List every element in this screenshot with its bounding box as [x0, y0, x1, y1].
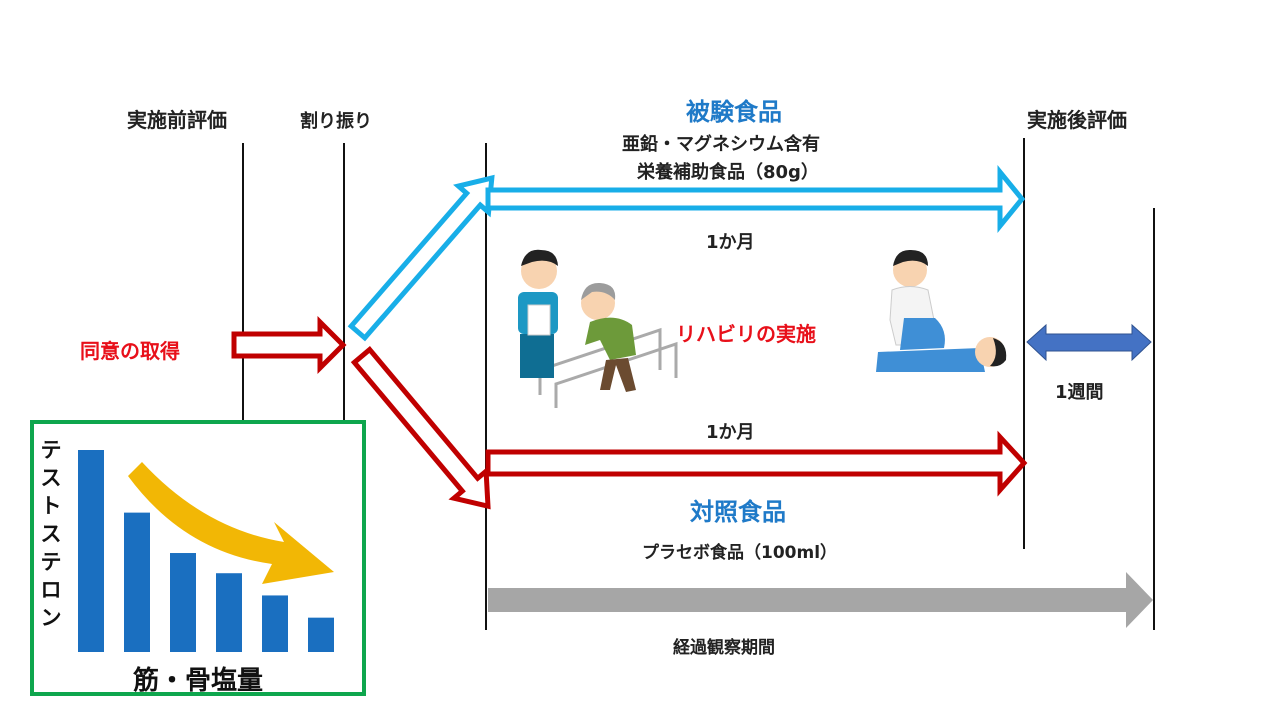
inset-bar — [170, 553, 196, 652]
inset-bar — [78, 450, 104, 652]
test-food-duration: 1か月 — [706, 232, 755, 253]
allocation-label: 割り振り — [300, 111, 372, 132]
control-food-description: プラセボ食品（100ml） — [642, 543, 838, 563]
observation-arrow — [488, 572, 1153, 628]
observation-label: 経過観察期間 — [673, 638, 775, 658]
pre-eval-label: 実施前評価 — [127, 108, 227, 132]
inset-bar — [216, 573, 242, 652]
washout-double-arrow — [1026, 323, 1152, 362]
test-food-line1: 亜鉛・マグネシウム含有 — [622, 134, 820, 155]
allocation-control-arrow — [350, 346, 491, 510]
allocation-test-arrow — [347, 174, 495, 342]
inset-bar — [262, 595, 288, 652]
washout-label: 1週間 — [1055, 382, 1104, 403]
test-food-title: 被験食品 — [686, 98, 782, 126]
rehab-label: リハビリの実施 — [676, 322, 816, 346]
rehab-illustration-left — [518, 249, 678, 408]
rehab-illustration-right — [876, 249, 1007, 372]
inset-xlabel: 筋・骨塩量 — [132, 666, 263, 696]
test-food-arrow — [485, 164, 1026, 234]
testosterone-inset: テストステロン 筋・骨塩量 — [30, 420, 366, 696]
trend-down-arrow-icon — [128, 462, 334, 584]
consent-label: 同意の取得 — [80, 339, 180, 363]
consent-arrow — [231, 315, 347, 375]
inset-bar — [308, 617, 334, 652]
inset-bar — [124, 512, 150, 652]
control-food-arrow — [485, 430, 1028, 497]
post-eval-label: 実施後評価 — [1027, 108, 1127, 132]
control-food-title: 対照食品 — [690, 498, 786, 526]
inset-chart — [78, 450, 334, 652]
control-food-duration: 1か月 — [706, 422, 755, 443]
test-food-line2: 栄養補助食品（80g） — [637, 162, 819, 183]
inset-ylabel: テストステロン — [40, 438, 62, 630]
